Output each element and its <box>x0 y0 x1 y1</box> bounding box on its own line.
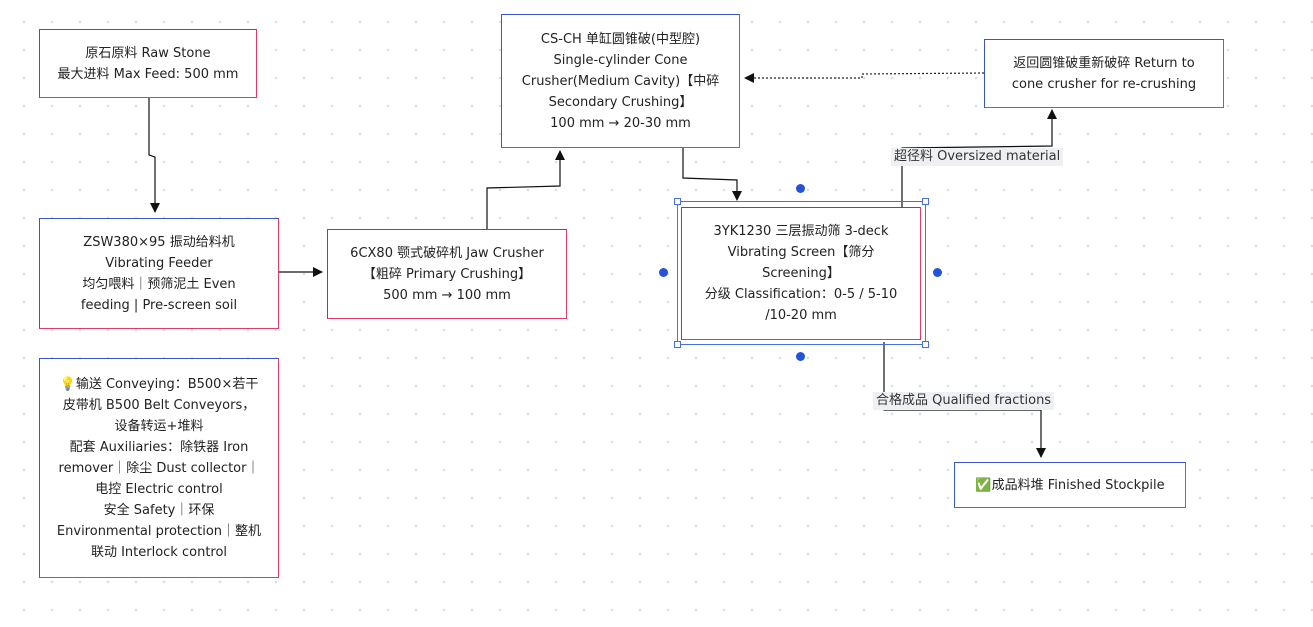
edge-label-oversized[interactable]: 超径料 Oversized material <box>891 148 1064 166</box>
edge-screen-to-return[interactable] <box>901 109 1057 207</box>
node-finished-stockpile[interactable]: ✅成品料堆 Finished Stockpile <box>954 462 1186 508</box>
node-vibrating-feeder[interactable]: ZSW380×95 振动给料机 Vibrating Feeder 均匀喂料｜预筛… <box>39 218 279 329</box>
node-text: 3YK1230 三层振动筛 3-deck <box>713 224 889 239</box>
node-text: Screening】 <box>762 266 840 281</box>
node-text: 500 mm → 100 mm <box>383 287 511 303</box>
node-text: CS-CH 单缸圆锥破(中型腔) <box>540 31 701 47</box>
node-text: cone crusher for re-crushing <box>1011 76 1197 92</box>
node-notes[interactable]: 💡输送 Conveying：B500×若干 皮带机 B500 Belt Conv… <box>39 358 279 578</box>
edge-label-qualified[interactable]: 合格成品 Qualified fractions <box>873 392 1055 410</box>
note-text: 皮带机 B500 Belt Conveyors， <box>62 397 256 413</box>
node-jaw-crusher[interactable]: 6CX80 颚式破碎机 Jaw Crusher 【粗碎 Primary Crus… <box>327 229 567 319</box>
note-text: 安全 Safety｜环保 <box>103 502 215 518</box>
node-text: 6CX80 颚式破碎机 Jaw Crusher <box>350 245 544 261</box>
node-text: 最大进料 Max Feed: 500 mm <box>57 66 239 82</box>
note-text: 设备转运+堆料 <box>114 418 204 434</box>
note-text: remover｜除尘 Dust collector｜ <box>58 460 260 476</box>
connection-point-right[interactable] <box>933 268 942 277</box>
node-text: ZSW380×95 振动给料机 <box>83 234 235 250</box>
resize-handle-bottom-right[interactable] <box>922 341 929 348</box>
node-vibrating-screen[interactable]: 3YK1230 三层振动筛 3-deck Vibrating Screen【筛分… <box>681 207 921 340</box>
node-return-cone[interactable]: 返回圆锥破重新破碎 Return to cone crusher for re-… <box>984 39 1224 108</box>
node-text: 【粗碎 Primary Crushing】 <box>362 266 532 282</box>
edge-raw-to-feeder[interactable] <box>148 98 160 213</box>
note-text: 配套 Auxiliaries：除铁器 Iron <box>69 439 249 455</box>
node-text: Crusher(Medium Cavity)【中碎 <box>521 73 720 89</box>
note-text: 💡输送 Conveying：B500×若干 <box>59 376 259 392</box>
note-text: Environmental protection｜整机 <box>56 523 262 539</box>
node-text: 原石原料 Raw Stone <box>85 45 211 61</box>
node-text: 分级 Classification：0-5 / 5-10 <box>704 287 898 302</box>
resize-handle-bottom-left[interactable] <box>674 341 681 348</box>
resize-handle-top-left[interactable] <box>674 198 681 205</box>
node-text: Single-cylinder Cone <box>553 52 688 68</box>
node-text: Vibrating Feeder <box>105 255 213 271</box>
resize-handle-top-right[interactable] <box>922 198 929 205</box>
node-text: feeding | Pre-screen soil <box>80 297 238 313</box>
node-cone-crusher[interactable]: CS-CH 单缸圆锥破(中型腔) Single-cylinder Cone Cr… <box>501 14 740 148</box>
node-text: Vibrating Screen【筛分 <box>727 245 875 260</box>
selection-frame[interactable] <box>677 201 926 345</box>
node-text: 均匀喂料｜预筛泥土 Even <box>82 276 236 292</box>
edge-return-to-cone[interactable] <box>744 72 985 83</box>
node-text: 100 mm → 20-30 mm <box>550 115 691 131</box>
node-text: /10-20 mm <box>765 308 837 323</box>
node-raw-stone[interactable]: 原石原料 Raw Stone 最大进料 Max Feed: 500 mm <box>39 29 257 98</box>
connection-point-top[interactable] <box>796 184 805 193</box>
edge-cone-to-screen[interactable] <box>682 148 742 201</box>
node-text: 返回圆锥破重新破碎 Return to <box>1013 55 1195 71</box>
edge-jaw-to-cone[interactable] <box>486 150 565 229</box>
note-text: 电控 Electric control <box>95 481 223 497</box>
connection-point-left[interactable] <box>659 268 668 277</box>
connection-point-bottom[interactable] <box>796 352 805 361</box>
edge-screen-to-stockpile[interactable] <box>883 342 1046 458</box>
note-text: 联动 Interlock control <box>90 544 228 560</box>
node-text: ✅成品料堆 Finished Stockpile <box>975 477 1165 493</box>
node-text: Secondary Crushing】 <box>548 94 693 110</box>
